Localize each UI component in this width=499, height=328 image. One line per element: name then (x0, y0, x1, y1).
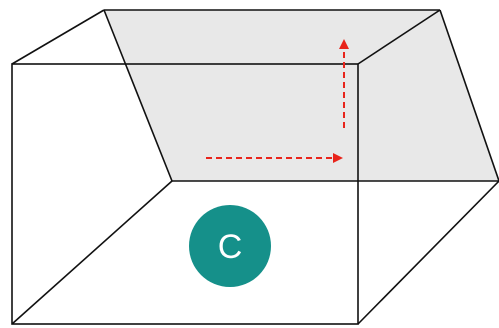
front-face (11, 63, 359, 325)
badge-c: C (189, 205, 271, 287)
plane-left-edge (103, 9, 173, 182)
plane-right-edge (439, 9, 499, 182)
badge-label: C (218, 228, 243, 266)
top-right-diagonal-edge (357, 9, 441, 65)
badge-circle (189, 205, 271, 287)
top-left-diagonal-edge (11, 9, 105, 65)
bottom-right-diagonal-edge (357, 180, 499, 325)
shaded-plane (104, 10, 499, 181)
bottom-left-diagonal-edge (11, 180, 173, 325)
